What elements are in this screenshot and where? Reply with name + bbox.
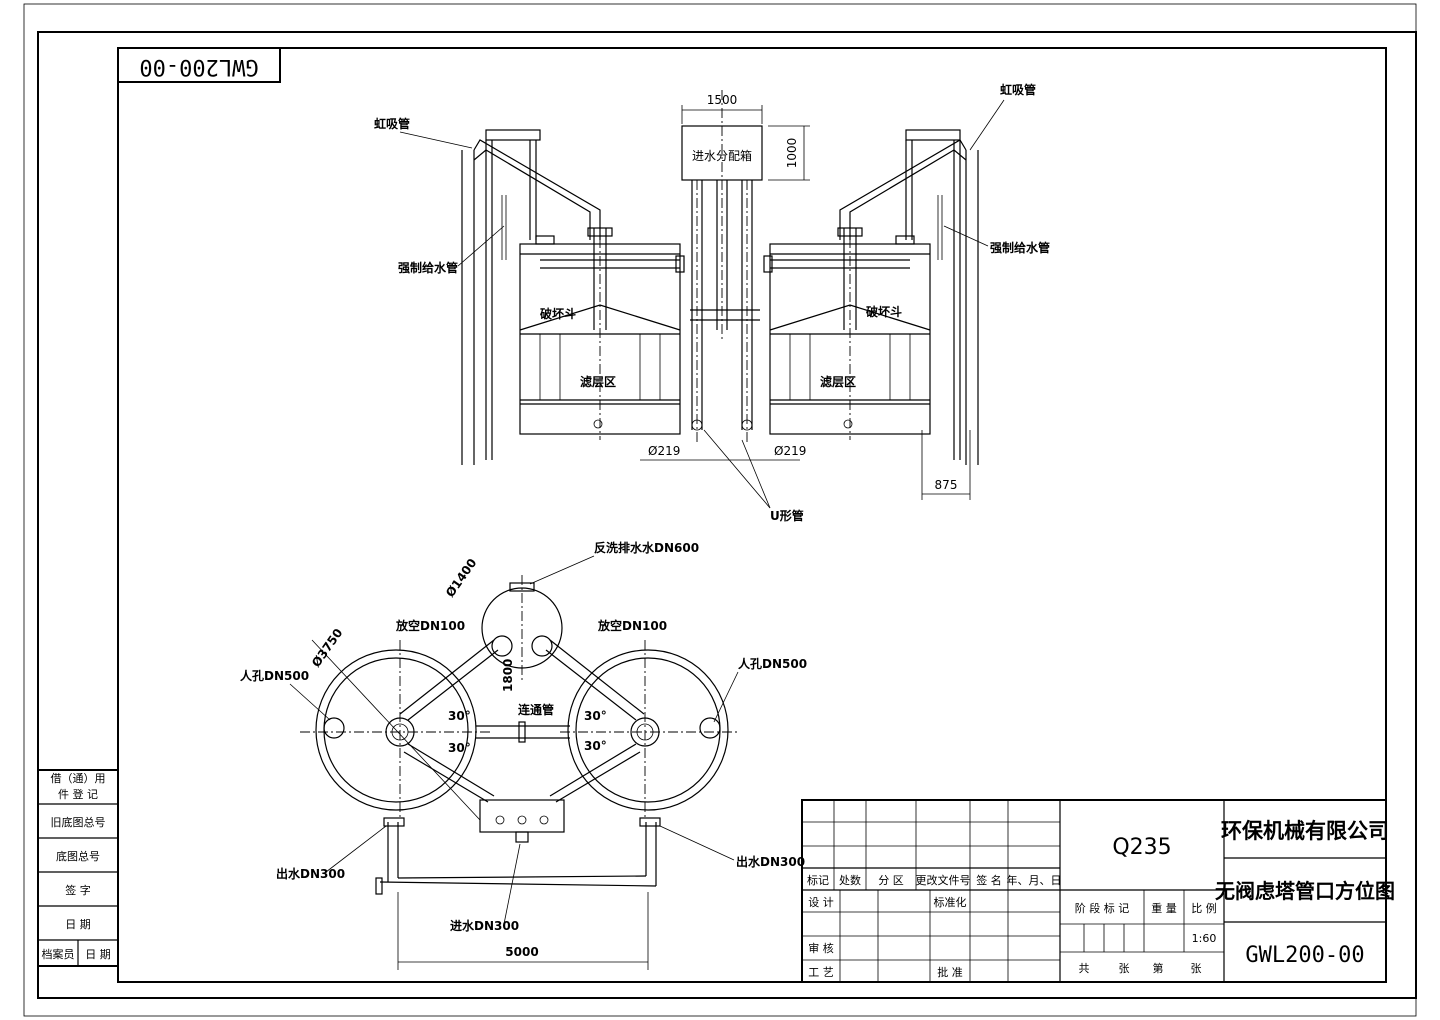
role-process: 工 艺 [808,966,834,979]
rev-h-5: 年、月、日 [1007,873,1062,887]
dia219-right: Ø219 [774,444,806,458]
drawing-frame [117,47,1387,983]
forced-feed-right-label: 强制给水管 [990,240,1050,255]
plan-view: 连通管 30° 30° 30° 30° 反洗排水水DN600 Ø1400 Ø37… [240,540,807,970]
rev-h-1: 处数 [839,874,861,887]
vent-left-label: 放空DN100 [395,618,465,633]
title-text: 无阀虑塔管口方位图 [1215,879,1395,903]
rev-h-4: 签 名 [976,873,1002,887]
inner-frame [37,31,1417,999]
filter-zone-right-label: 滤层区 [820,374,856,389]
angle-30-d: 30° [584,739,607,753]
dim-1000: 1000 [785,138,799,169]
dim-5000-label: 5000 [505,945,538,959]
sheet-1: 张 [1119,962,1130,975]
vent-right-label: 放空DN100 [597,618,667,633]
stage-h-1: 重 量 [1151,901,1177,915]
manhole-right-label: 人孔DN500 [738,656,807,671]
right-tank-plan [567,649,729,811]
angle-30-c: 30° [584,709,607,723]
stage-h-2: 比 例 [1191,901,1217,915]
side-table: 借（通）用 件 登 记 旧底图总号 底图总号 签 字 日 期 档案员 日 期 [37,769,119,967]
side-row-0: 借（通）用 [51,772,106,785]
code-text: GWL200-00 [1245,943,1364,968]
left-tank-plan [315,649,477,811]
dim-875: 875 [935,478,958,492]
sheet-0: 共 [1079,962,1090,975]
backwash-drain-label: 反洗排水水DN600 [594,540,699,555]
side-row-3: 底图总号 [56,849,100,863]
siphon-left-label: 虹吸管 [374,116,410,131]
filter-zone-left-label: 滤层区 [580,374,616,389]
rev-h-0: 标记 [807,873,829,887]
side-row-4: 签 字 [65,883,91,897]
elevation-view: 进水分配箱 1500 1000 [374,82,1050,523]
side-row-1: 件 登 记 [58,787,98,801]
role-design: 设 计 [808,896,834,909]
role-approve: 批 准 [937,965,963,979]
role-review: 审 核 [808,941,834,955]
angle-30-b: 30° [448,741,471,755]
forced-feed-left-label: 强制给水管 [398,260,458,275]
role-standardize: 标准化 [934,895,967,909]
rev-h-3: 更改文件号 [916,873,971,887]
title-block: 标记 处数 分 区 更改文件号 签 名 年、月、日 设 计 标准化 审 核 工 … [801,799,1395,983]
sheet-3: 张 [1191,962,1202,975]
breaker-right-label: 破坏斗 [866,304,902,319]
distribution-box-label: 进水分配箱 [692,148,752,163]
dia3750-label: Ø3750 [309,626,345,670]
breaker-left-label: 破坏斗 [540,306,576,321]
code-rotated: GWL200-00 [139,54,258,79]
angle-30-a: 30° [448,709,471,723]
dia219-left: Ø219 [648,444,680,458]
stage-h-0: 阶 段 标 记 [1075,901,1130,915]
sheet-2: 第 [1153,961,1164,975]
scale-text: 1:60 [1192,932,1217,945]
siphon-right-label: 虹吸管 [1000,82,1036,97]
u-pipe-label: U形管 [770,508,804,523]
outlet-left-label: 出水DN300 [276,866,345,881]
code-box [117,47,281,83]
side-row-7: 日 期 [85,948,111,961]
inlet-label: 进水DN300 [450,918,519,933]
manhole-left-label: 人孔DN500 [240,668,309,683]
side-row-2: 旧底图总号 [51,815,106,829]
rev-h-2: 分 区 [878,874,904,887]
outlet-right-label: 出水DN300 [736,854,805,869]
side-row-5: 日 期 [65,918,91,931]
company-text: 环保机械有限公司 [1221,819,1389,843]
connecting-pipe-label: 连通管 [518,702,554,717]
dim-1800-label: 1800 [501,659,515,692]
material-text: Q235 [1112,835,1171,860]
side-row-6: 档案员 [42,947,75,961]
dia1400-label: Ø1400 [443,556,479,600]
